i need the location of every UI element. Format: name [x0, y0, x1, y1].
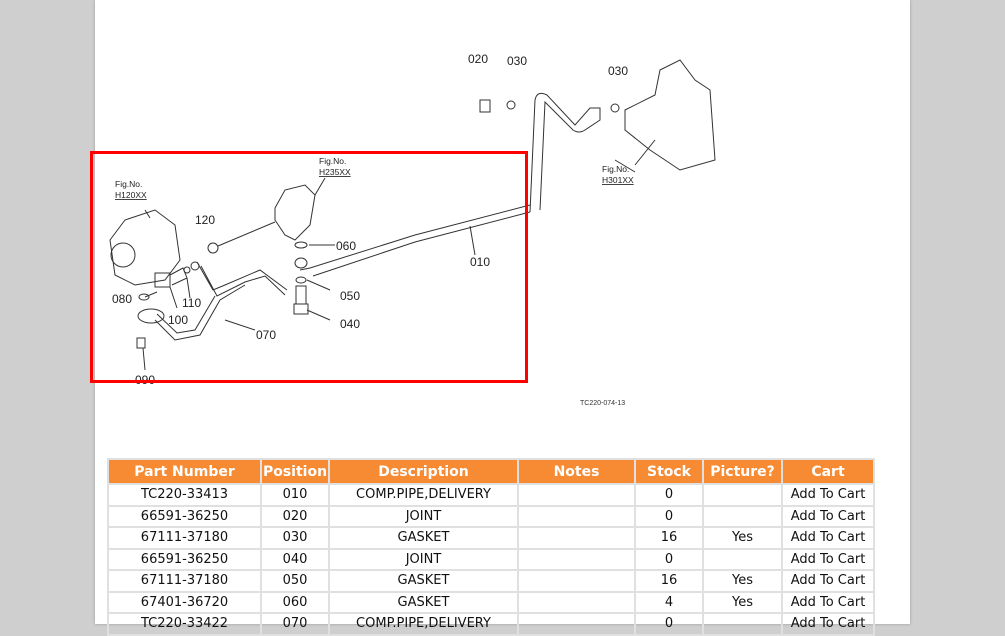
fig-ref-title: Fig.No.: [319, 156, 346, 166]
col-position: Position: [260, 458, 330, 485]
description-cell: GASKET: [328, 590, 519, 614]
label-120: 120: [195, 213, 215, 227]
position-cell: 030: [260, 526, 330, 550]
stock-cell: 16: [634, 569, 704, 593]
add-to-cart-link[interactable]: Add To Cart: [781, 569, 875, 593]
fig-ref-title: Fig.No.: [115, 179, 142, 189]
parts-diagram: 020 030 030 120 060 010 080 110 100 050 …: [90, 0, 910, 430]
description-cell: GASKET: [328, 569, 519, 593]
picture-cell[interactable]: Yes: [702, 526, 783, 550]
add-to-cart-link[interactable]: Add To Cart: [781, 483, 875, 507]
part-number-cell: 67401-36720: [107, 590, 262, 614]
stock-cell: 0: [634, 504, 704, 528]
picture-cell: [702, 483, 783, 507]
part-number-cell: 67111-37180: [107, 569, 262, 593]
col-cart: Cart: [781, 458, 875, 485]
fig-ref-code: H120XX: [115, 190, 147, 200]
position-cell: 010: [260, 483, 330, 507]
notes-cell: [517, 483, 636, 507]
description-cell: JOINT: [328, 504, 519, 528]
highlight-box: [90, 151, 528, 383]
add-to-cart-link[interactable]: Add To Cart: [781, 547, 875, 571]
label-030: 030: [608, 64, 628, 78]
picture-cell[interactable]: Yes: [702, 569, 783, 593]
label-030: 030: [507, 54, 527, 68]
drawing-code: TC220-074-13: [580, 400, 625, 407]
label-060: 060: [336, 239, 356, 253]
label-050: 050: [340, 289, 360, 303]
add-to-cart-link[interactable]: Add To Cart: [781, 504, 875, 528]
part-number-cell: 66591-36250: [107, 547, 262, 571]
notes-cell: [517, 526, 636, 550]
description-cell: JOINT: [328, 547, 519, 571]
diagram-labels: 020 030 030 120 060 010 080 110 100 050 …: [112, 52, 634, 407]
part-number-cell: 67111-37180: [107, 526, 262, 550]
position-cell: 020: [260, 504, 330, 528]
document-page: 020 030 030 120 060 010 080 110 100 050 …: [90, 0, 910, 636]
add-to-cart-link[interactable]: Add To Cart: [781, 590, 875, 614]
notes-cell: [517, 547, 636, 571]
label-020: 020: [468, 52, 488, 66]
notes-cell: [517, 590, 636, 614]
label-040: 040: [340, 317, 360, 331]
position-cell: 050: [260, 569, 330, 593]
position-cell: 040: [260, 547, 330, 571]
picture-cell[interactable]: Yes: [702, 590, 783, 614]
stock-cell: 16: [634, 526, 704, 550]
picture-cell: [702, 504, 783, 528]
label-080: 080: [112, 292, 132, 306]
fig-ref-title: Fig.No.: [602, 164, 629, 174]
label-070: 070: [256, 328, 276, 342]
label-100: 100: [168, 313, 188, 327]
col-notes: Notes: [517, 458, 636, 485]
col-description: Description: [328, 458, 519, 485]
label-010: 010: [470, 255, 490, 269]
fig-ref-code: H301XX: [602, 175, 634, 185]
parts-table: Part Number Position Description Notes S…: [107, 458, 875, 636]
part-number-cell: TC220-33413: [107, 483, 262, 507]
stock-cell: 0: [634, 483, 704, 507]
table-header-row: Part Number Position Description Notes S…: [107, 458, 875, 485]
description-cell: GASKET: [328, 526, 519, 550]
description-cell: COMP.PIPE,DELIVERY: [328, 483, 519, 507]
fig-ref-code: H235XX: [319, 167, 351, 177]
stock-cell: 0: [634, 547, 704, 571]
part-number-cell: 66591-36250: [107, 504, 262, 528]
position-cell: 060: [260, 590, 330, 614]
stock-cell: 4: [634, 590, 704, 614]
col-picture: Picture?: [702, 458, 783, 485]
joint-020-shape: [479, 99, 491, 113]
picture-cell: [702, 547, 783, 571]
col-part-number: Part Number: [107, 458, 262, 485]
label-110: 110: [182, 296, 201, 310]
add-to-cart-link[interactable]: Add To Cart: [781, 526, 875, 550]
col-stock: Stock: [634, 458, 704, 485]
exploded-view-drawing: [109, 59, 716, 371]
notes-cell: [517, 504, 636, 528]
notes-cell: [517, 569, 636, 593]
